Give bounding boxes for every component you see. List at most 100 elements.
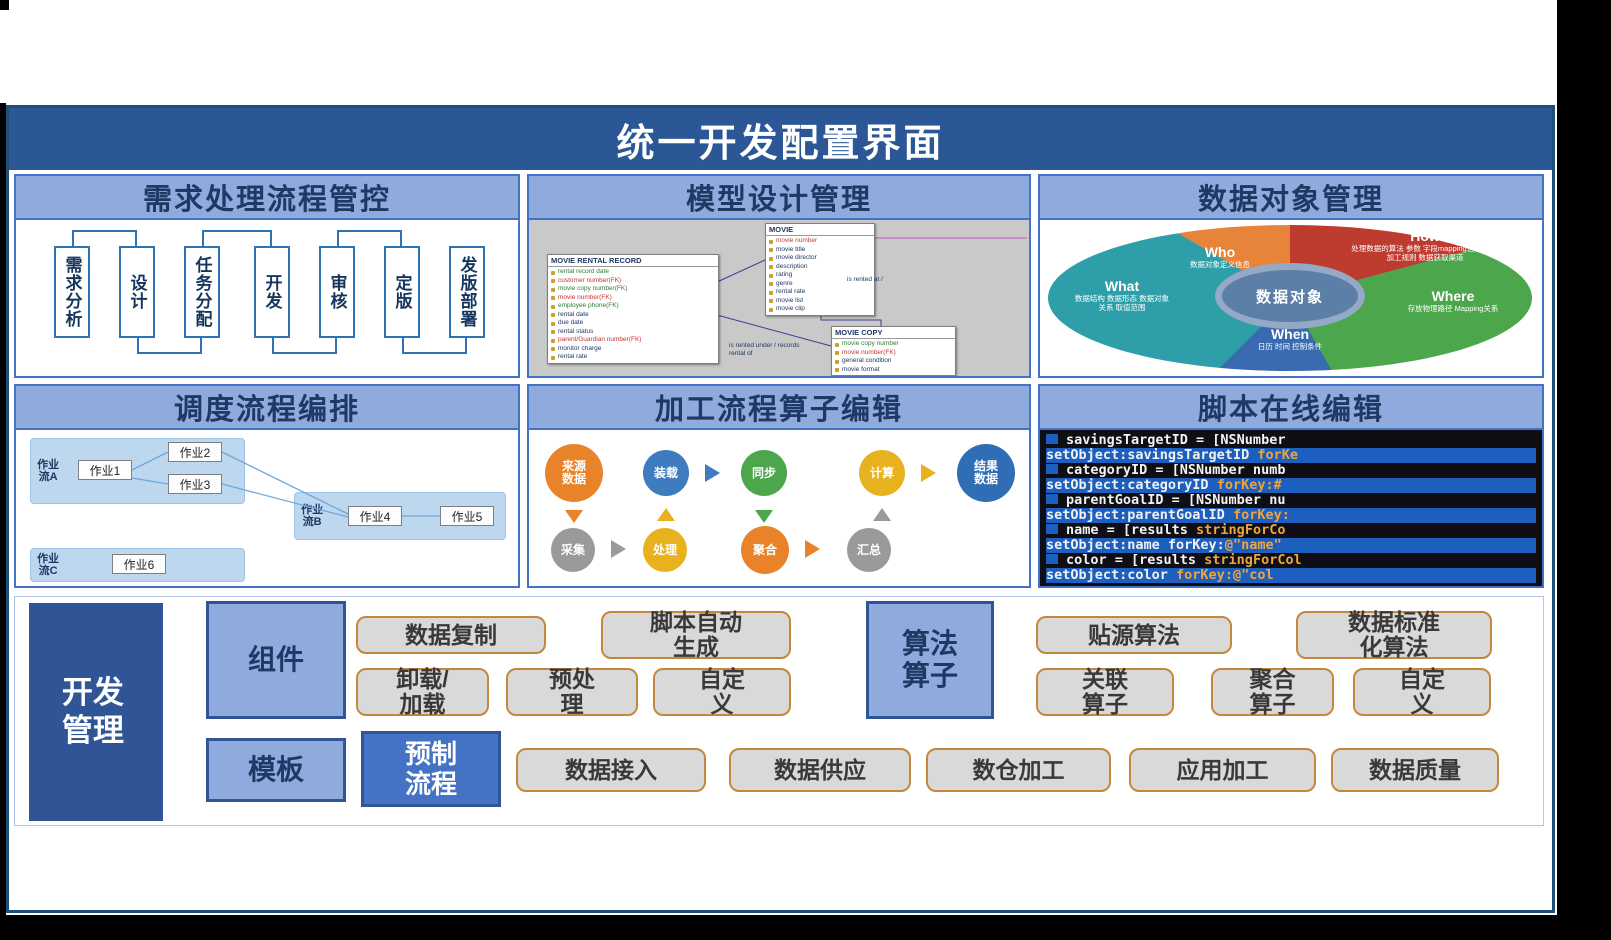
panel-data-object-header: 数据对象管理 [1040, 176, 1542, 220]
group-algorithm-label: 算法算子 [901, 628, 958, 691]
er-row: employee phone(FK) [550, 302, 716, 311]
arrow-right-icon [805, 540, 820, 558]
arrow-up-icon [657, 508, 675, 521]
op-node-label: 来源数据 [561, 459, 586, 486]
btn-label: 应用加工 [1176, 756, 1269, 783]
flow-step-development: 开发 [254, 246, 290, 338]
pie-center: 数据对象 [1222, 270, 1358, 322]
panel-model-design: 模型设计管理 MOVIE RENTAL RECORD rental record… [527, 174, 1031, 378]
er-row: description [768, 263, 872, 272]
code-line: setObject:color forKey:@"col [1046, 568, 1536, 583]
er-row: rental rate [550, 353, 716, 362]
job-4: 作业4 [348, 506, 402, 526]
panel-operator-edit: 加工流程算子编辑 来源数据 装载 同步 计算 结果数据 [527, 384, 1031, 588]
er-row: rental rate [768, 288, 872, 297]
panel-model-design-body: MOVIE RENTAL RECORD rental record date c… [529, 220, 1029, 376]
panel-data-object-body: Who 数据对象定义信息 How 处理数据的算法 参数 字段mapping信息 … [1040, 220, 1542, 376]
group-component-label: 组件 [247, 644, 304, 675]
code-line: setObject:parentGoalID forKey: [1046, 508, 1536, 523]
op-node-summarize: 汇总 [847, 528, 891, 572]
pie-segment-how: How 处理数据的算法 参数 字段mapping信息 数据加工规则 数据获取渠道 [1350, 228, 1500, 262]
code-text: savingsTargetID = [NSNumber [1066, 432, 1286, 448]
job-6: 作业6 [112, 554, 166, 574]
op-node-label: 计算 [869, 465, 894, 480]
group-component: 组件 [206, 601, 346, 719]
pie-segment-what: What 数据结构 数据形态 数据对象关系 取值范围 [1072, 278, 1172, 312]
op-node-label: 汇总 [856, 542, 881, 557]
pie-segment-desc: 处理数据的算法 参数 字段mapping信息 数据加工规则 数据获取渠道 [1351, 244, 1499, 262]
flow-step-review: 审核 [319, 246, 355, 338]
panel-scheduling: 调度流程编排 作业流A 作业流B 作业流C [14, 384, 520, 588]
connector [137, 338, 202, 354]
btn-script-autogen: 脚本自动生成 [601, 609, 791, 660]
code-text: name = [results [1066, 522, 1197, 538]
op-node-compute: 计算 [859, 450, 905, 496]
pie-segment-name: What [1104, 278, 1140, 294]
er-rows: rental record date customer number(FK) m… [548, 267, 718, 363]
flow-step-task-assignment: 任务分配 [184, 246, 220, 338]
panel-operator-edit-title: 加工流程算子编辑 [654, 394, 903, 426]
pie-segment-desc: 日历 时间 控制条件 [1257, 342, 1323, 351]
black-left-bar [0, 103, 6, 915]
op-node-sync: 同步 [741, 450, 787, 496]
er-row: rating [768, 271, 872, 280]
code-text: setObject:name forKey: [1046, 537, 1225, 553]
job-3: 作业3 [168, 474, 222, 494]
er-table-movie-copy: MOVIE COPY movie copy number movie numbe… [831, 326, 956, 376]
unified-dev-config-panel: 统一开发配置界面 需求处理流程管控 需求分析 设计 任务分配 开发 审核 定版 … [6, 105, 1555, 913]
panel-model-design-title: 模型设计管理 [685, 184, 872, 216]
btn-label: 数据质量 [1369, 756, 1461, 783]
connector [272, 338, 337, 354]
er-table-title: MOVIE RENTAL RECORD [548, 255, 718, 267]
btn-source-algorithm: 贴源算法 [1036, 616, 1232, 654]
panel-operator-edit-body: 来源数据 装载 同步 计算 结果数据 [529, 430, 1029, 586]
er-row: parent/Guardian number(FK) [550, 336, 716, 345]
btn-data-quality: 数据质量 [1331, 748, 1499, 792]
code-accent: forKe [1257, 447, 1298, 463]
connector [72, 230, 137, 246]
code-accent: forKey:# [1216, 477, 1282, 493]
dev-management-label: 开发管理 [29, 603, 163, 821]
pie-center-label: 数据对象 [1255, 288, 1324, 306]
job-2: 作业2 [168, 442, 222, 462]
code-line: name = [results stringForCo [1046, 523, 1536, 538]
pie-segment-name: How [1410, 228, 1440, 244]
arrow-right-icon [611, 540, 626, 558]
btn-label: 卸载/加载 [396, 666, 449, 717]
er-row: rental record date [550, 268, 716, 277]
btn-label: 贴源算法 [1088, 621, 1180, 648]
black-right-bar [1557, 0, 1611, 915]
op-node-result-data: 结果数据 [957, 444, 1015, 502]
preset-flow-box: 预制流程 [361, 731, 501, 807]
btn-label: 数据标准化算法 [1347, 609, 1440, 660]
btn-label: 数据供应 [774, 756, 866, 783]
group-template: 模板 [206, 738, 346, 802]
er-row: movie title [768, 246, 872, 255]
code-text: setObject:categoryID [1046, 477, 1217, 493]
btn-data-standardization-algorithm: 数据标准化算法 [1296, 609, 1492, 660]
code-accent: forKey:@"col [1176, 567, 1274, 583]
connector [402, 338, 467, 354]
btn-label: 脚本自动生成 [649, 609, 742, 660]
op-node-label: 采集 [560, 542, 585, 557]
btn-aggregate-operator: 聚合算子 [1211, 667, 1334, 717]
er-row: customer number(FK) [550, 277, 716, 286]
pie-segment-name: Where [1431, 288, 1475, 304]
code-accent: stringForCo [1196, 522, 1286, 538]
er-rows: movie copy number movie number(FK) gener… [832, 339, 955, 375]
op-node-label: 处理 [652, 542, 677, 557]
btn-data-supply: 数据供应 [729, 748, 911, 792]
code-line: parentGoalID = [NSNumber nu [1046, 493, 1536, 508]
er-row: movie list [768, 297, 872, 306]
group-algorithm-operator: 算法算子 [866, 601, 994, 719]
panel-data-object: 数据对象管理 Who 数据对象定义信息 How 处理数据的算法 参数 字段map… [1038, 174, 1544, 378]
code-line: categoryID = [NSNumber numb [1046, 463, 1536, 478]
code-line: setObject:name forKey:@"name" [1046, 538, 1536, 553]
er-row: rental status [550, 328, 716, 337]
btn-label: 自定义 [699, 666, 745, 717]
flow-step-release-deploy: 发版部署 [449, 246, 485, 338]
btn-label: 自定义 [1399, 666, 1445, 717]
panel-data-object-title: 数据对象管理 [1197, 184, 1384, 216]
er-link-label: is rented at / [847, 276, 883, 283]
